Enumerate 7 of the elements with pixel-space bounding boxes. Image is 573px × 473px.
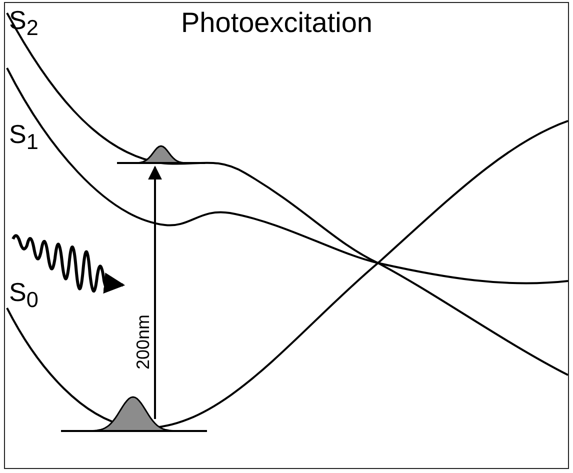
state-label: S$_{0}$ [9, 279, 38, 311]
edge-label: 200nm [134, 313, 152, 372]
title: Photoexcitation [181, 9, 372, 37]
wavepacket-shape [117, 143, 205, 167]
arrow [148, 166, 162, 419]
state-label: S$_{2}$ [9, 7, 38, 39]
state-label: S$_{1}$ [9, 121, 38, 153]
